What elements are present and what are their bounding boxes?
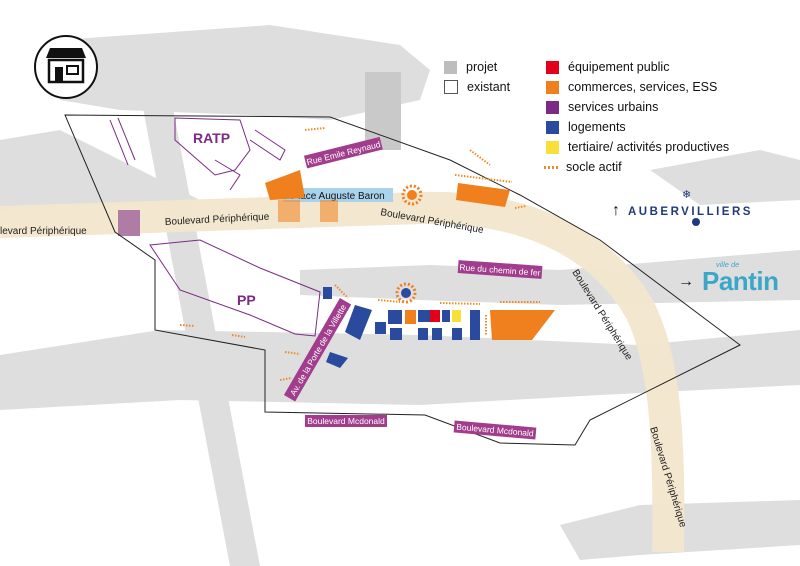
socle-actif-hatches xyxy=(179,127,540,381)
rail-band xyxy=(300,250,800,305)
canal-band xyxy=(0,330,800,410)
swatch-socle xyxy=(544,165,560,169)
project-perimeter xyxy=(64,114,741,446)
label-ratp: RATP xyxy=(193,130,230,146)
legend-commerces: commerces, services, ESS xyxy=(546,80,717,94)
legend-projet: projet xyxy=(444,60,497,74)
tertiary-block xyxy=(452,310,461,322)
swatch-services xyxy=(546,100,559,114)
swatch-equipement xyxy=(546,60,559,74)
legend-socle-label: socle actif xyxy=(566,160,622,174)
legend-logements-label: logements xyxy=(568,120,626,134)
aubervilliers-dot-icon xyxy=(692,218,700,226)
equipment-block xyxy=(430,310,440,322)
legend-existant-label: existant xyxy=(467,80,511,94)
housing-blocks xyxy=(323,287,480,368)
west-infra xyxy=(0,130,200,210)
legend-tertiaire-label: tertiaire/ activités productives xyxy=(568,140,730,154)
swatch-logements xyxy=(546,120,559,134)
legend-services-label: services urbains xyxy=(568,100,659,114)
destination-aubervilliers: ↑ ❄ AUBERVILLIERS xyxy=(612,189,753,226)
pp-outline xyxy=(149,239,321,337)
commerce-block-small xyxy=(405,310,416,324)
swatch-projet xyxy=(444,60,457,74)
legend-socle: socle actif xyxy=(544,160,622,174)
swatch-commerces xyxy=(546,80,559,94)
shop-icon xyxy=(34,35,98,99)
label-bd-peripherique-edge: levard Périphérique xyxy=(0,226,87,237)
destination-pantin: → ville de Pantin xyxy=(678,260,779,297)
label-pp: PP xyxy=(237,292,256,308)
snowflake-icon: ❄ xyxy=(682,189,692,201)
northeast-infra xyxy=(650,150,800,205)
boulevard-peripherique-band xyxy=(0,191,685,553)
swatch-existant xyxy=(444,80,458,94)
arrow-up-icon: ↑ xyxy=(612,202,620,219)
legend-commerces-label: commerces, services, ESS xyxy=(568,80,718,94)
pantin-logo-text: Pantin xyxy=(702,266,779,296)
legend-equipement-label: équipement public xyxy=(568,60,670,74)
label-bd-mcdonald-1: Boulevard Mcdonald xyxy=(307,416,385,426)
legend-services: services urbains xyxy=(546,100,658,114)
swatch-tertiaire xyxy=(546,140,559,154)
label-place-auguste-baron: Place Auguste Baron xyxy=(291,191,384,202)
legend-logements: logements xyxy=(546,120,626,134)
legend-tertiaire: tertiaire/ activités productives xyxy=(546,140,729,154)
pantin-prefix: ville de xyxy=(716,260,740,269)
tower-building xyxy=(365,72,401,150)
arrow-right-icon: → xyxy=(678,272,694,290)
legend-equipement: équipement public xyxy=(546,60,669,74)
sun-markers xyxy=(395,184,423,304)
ratp-outline xyxy=(174,117,251,176)
label-bd-peripherique-left: Boulevard Périphérique xyxy=(165,212,270,228)
background-infrastructure xyxy=(0,25,800,566)
commerce-blocks xyxy=(265,170,555,340)
aubervilliers-logo-text: AUBERVILLIERS xyxy=(628,206,753,218)
legend-existant: existant xyxy=(444,80,510,94)
diagonal-rail xyxy=(130,40,260,566)
peripherique-crossing xyxy=(118,210,140,236)
legend-projet-label: projet xyxy=(466,60,498,74)
existing-buildings xyxy=(109,117,321,337)
